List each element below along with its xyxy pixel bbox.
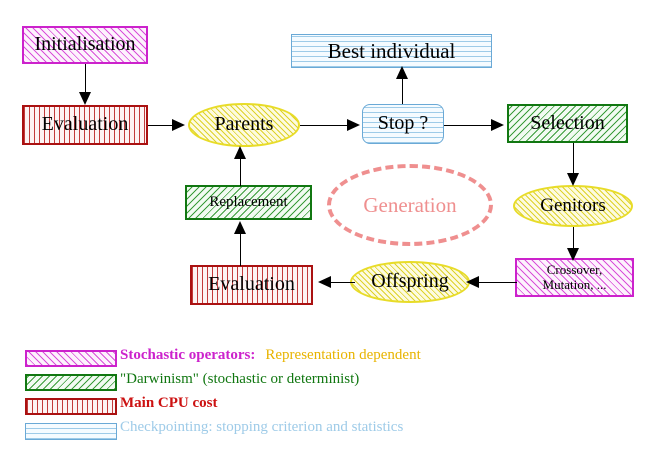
arrowhead-evaluation-to-replacement xyxy=(234,221,246,234)
arrowhead-parents-to-stop xyxy=(347,119,360,131)
edge-evaluation-to-replacement xyxy=(240,228,241,266)
node-replacement-label: Replacement xyxy=(209,194,288,211)
legend-label-stochastic-operators: Stochastic operators: xyxy=(120,347,256,363)
arrowhead-offspring-to-evaluation xyxy=(318,276,331,288)
arrowhead-selection-to-genitors xyxy=(567,173,579,186)
node-evaluation-bottom-label: Evaluation xyxy=(208,273,295,296)
edge-crossover-to-offspring xyxy=(478,282,517,283)
edge-selection-to-genitors xyxy=(573,143,574,177)
node-parents-label: Parents xyxy=(214,113,274,136)
edge-replacement-to-parents xyxy=(240,155,241,186)
node-replacement[interactable]: Replacement xyxy=(185,185,312,220)
node-stop-label: Stop ? xyxy=(377,112,429,135)
arrowhead-genitors-to-crossover xyxy=(567,248,579,261)
node-stop[interactable]: Stop ? xyxy=(362,104,444,144)
node-evaluation-bottom[interactable]: Evaluation xyxy=(190,265,313,305)
edge-offspring-to-evaluation xyxy=(330,282,355,283)
legend-label-main-cpu-cost: Main CPU cost xyxy=(120,395,218,411)
legend-row-checkpointing: Checkpointing: stopping criterion and st… xyxy=(120,419,403,436)
node-selection[interactable]: Selection xyxy=(507,104,628,143)
legend-swatch-checkpointing xyxy=(25,423,117,440)
node-crossover-mutation-label: Crossover, Mutation, ... xyxy=(542,262,607,292)
edge-genitors-to-crossover xyxy=(573,227,574,259)
arrowhead-evaluation-to-parents xyxy=(172,119,185,131)
node-selection-label: Selection xyxy=(530,111,605,134)
legend-row-stochastic-operators: Stochastic operators: Representation depe… xyxy=(120,347,421,364)
edge-initialisation-to-evaluation xyxy=(85,64,86,96)
legend-row-darwinism: "Darwinism" (stochastic or determinist) xyxy=(120,371,359,388)
legend-label-checkpointing: Checkpointing: stopping criterion and st… xyxy=(120,419,404,435)
edge-parents-to-stop xyxy=(300,125,348,126)
node-genitors[interactable]: Genitors xyxy=(513,185,633,227)
node-evaluation-top-label: Evaluation xyxy=(41,113,129,136)
arrowhead-stop-to-best-individual xyxy=(396,66,408,79)
node-initialisation[interactable]: Initialisation xyxy=(22,26,148,64)
legend-label-darwinism: "Darwinism" (stochastic or determinist) xyxy=(120,371,360,387)
node-evaluation-top[interactable]: Evaluation xyxy=(22,105,148,145)
node-offspring-label: Offspring xyxy=(371,270,449,293)
arrowhead-stop-to-selection xyxy=(491,119,504,131)
node-genitors-label: Genitors xyxy=(540,194,606,216)
node-generation-label: Generation xyxy=(363,192,457,217)
arrowhead-initialisation-to-evaluation xyxy=(79,92,91,105)
legend-swatch-stochastic-operators xyxy=(25,350,117,367)
arrowhead-replacement-to-parents xyxy=(234,146,246,159)
node-parents[interactable]: Parents xyxy=(188,103,300,147)
edge-stop-to-selection xyxy=(444,125,492,126)
node-initialisation-label: Initialisation xyxy=(34,33,136,56)
edge-stop-to-best-individual xyxy=(402,72,403,104)
node-offspring[interactable]: Offspring xyxy=(350,261,470,303)
legend-label-representation-dependent: Representation dependent xyxy=(265,347,421,363)
legend-swatch-main-cpu-cost xyxy=(25,398,117,415)
legend-swatch-darwinism xyxy=(25,374,117,391)
node-best-individual[interactable]: Best individual xyxy=(291,34,492,68)
node-generation: Generation xyxy=(327,164,493,246)
edge-evaluation-to-parents xyxy=(148,125,174,126)
arrowhead-crossover-to-offspring xyxy=(466,276,479,288)
node-crossover-mutation[interactable]: Crossover, Mutation, ... xyxy=(515,258,634,297)
node-best-individual-label: Best individual xyxy=(327,38,456,63)
legend-row-main-cpu-cost: Main CPU cost xyxy=(120,395,218,412)
